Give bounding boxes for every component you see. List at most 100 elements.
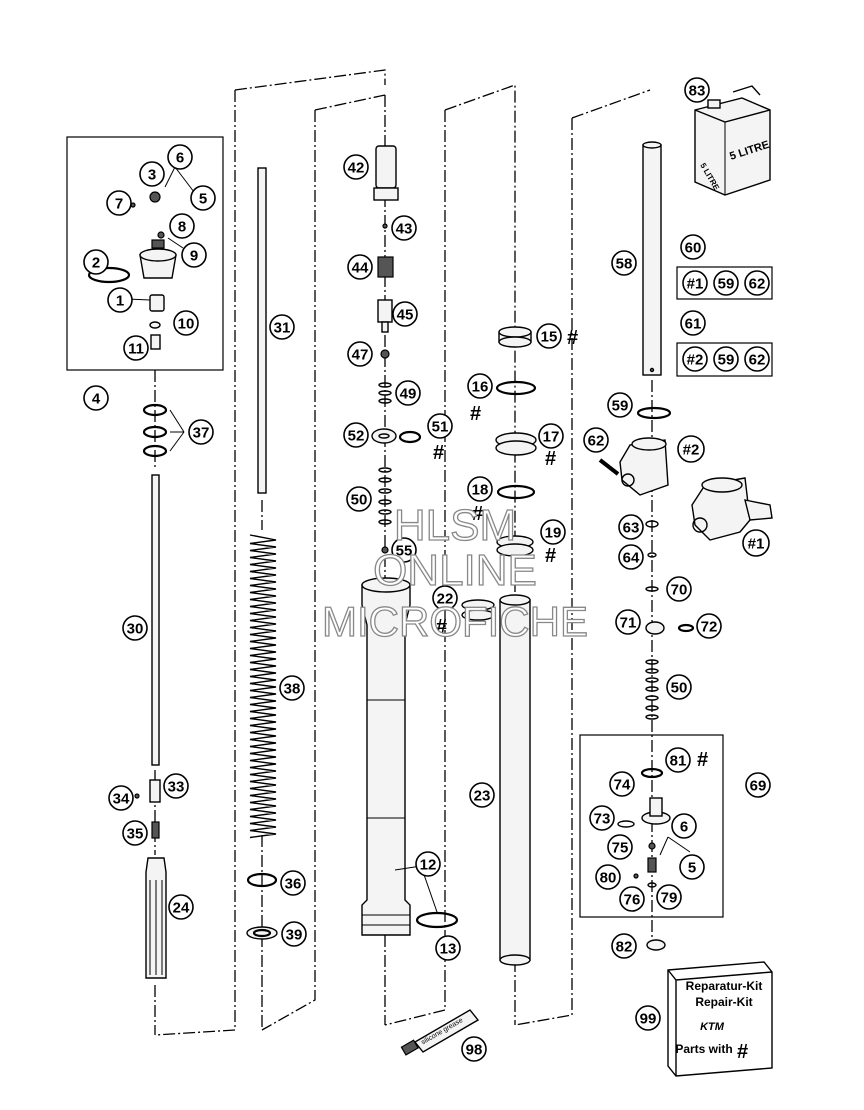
callout-62: 62 xyxy=(583,427,609,453)
callout-label: 9 xyxy=(190,248,198,265)
callout-59: 59 xyxy=(607,392,633,418)
callout-76: 76 xyxy=(619,886,645,912)
callout-label: 58 xyxy=(616,256,633,273)
hash-mark-layer: ######## xyxy=(433,327,708,771)
callout-label: 52 xyxy=(348,428,365,445)
assembly-ref-1: #1 xyxy=(742,529,770,557)
callout-label: 36 xyxy=(285,876,302,893)
callout-8: 8 xyxy=(169,213,195,239)
callout-5: 5 xyxy=(679,854,705,880)
callout-label: 34 xyxy=(113,791,130,808)
callout-label: 50 xyxy=(351,492,368,509)
callout-61: 61 xyxy=(680,310,706,336)
callout-label: 31 xyxy=(274,320,291,337)
watermark-line2: ONLINE xyxy=(373,546,537,595)
callout-44: 44 xyxy=(347,254,373,280)
callout-label: 11 xyxy=(128,341,144,358)
callout-35: 35 xyxy=(122,820,148,846)
callout-label: 43 xyxy=(396,221,413,238)
callout-74: 74 xyxy=(609,771,635,797)
kit-box-61-item-label: 59 xyxy=(718,352,735,369)
callout-label: 50 xyxy=(671,680,688,697)
callout-label: 17 xyxy=(543,429,560,446)
callout-label: 72 xyxy=(701,619,718,636)
callout-label: 19 xyxy=(545,525,562,542)
callout-50: 50 xyxy=(346,486,372,512)
callout-label: 37 xyxy=(193,425,210,442)
callout-31: 31 xyxy=(269,314,295,340)
callout-12: 12 xyxy=(415,851,441,877)
kit-box-61-item: #2 xyxy=(682,346,708,372)
callout-5: 5 xyxy=(190,185,216,211)
group-box-69 xyxy=(579,734,724,918)
callout-label: 51 xyxy=(432,419,449,436)
repair-kit-hash-mark: # xyxy=(470,403,481,425)
callout-69: 69 xyxy=(745,772,771,798)
repair-kit-hash-mark: # xyxy=(472,503,483,525)
callout-99: 99 xyxy=(635,1005,661,1031)
kit-box-60-item: 62 xyxy=(744,270,770,296)
callout-6: 6 xyxy=(167,144,193,170)
callout-label: 10 xyxy=(178,316,195,333)
callout-label: 30 xyxy=(127,621,144,638)
callout-label: 15 xyxy=(541,329,558,346)
kit-box-61-item-label: 62 xyxy=(749,352,766,369)
callout-label: 5 xyxy=(688,860,696,877)
callout-label: 49 xyxy=(400,386,417,403)
assembly-ref-label: #1 xyxy=(748,536,765,553)
callout-label: 6 xyxy=(680,819,688,836)
callout-label: 99 xyxy=(640,1011,657,1028)
repair-kit-hash-mark: # xyxy=(697,749,708,771)
repair-kit-hash-mark: # xyxy=(433,442,444,464)
kit-box-61 xyxy=(676,342,773,377)
callout-79: 79 xyxy=(656,884,682,910)
callout-6: 6 xyxy=(671,813,697,839)
callout-label: 16 xyxy=(472,379,489,396)
callout-label: 61 xyxy=(685,316,702,333)
kit-box-60-item-label: 59 xyxy=(718,276,735,293)
assembly-guide-lines xyxy=(154,69,653,1036)
callout-49: 49 xyxy=(395,380,421,406)
parts-drawings: 5 LITRE 5 LITRE xyxy=(87,85,773,1077)
callout-label: 13 xyxy=(440,941,457,958)
kit-box-61-item: 62 xyxy=(744,346,770,372)
callout-label: 5 xyxy=(199,191,207,208)
kit-box-60-item-label: #1 xyxy=(687,276,704,293)
callout-42: 42 xyxy=(343,154,369,180)
callout-label: 44 xyxy=(352,260,369,277)
callout-81: 81 xyxy=(665,747,691,773)
callout-label: 70 xyxy=(671,582,688,599)
callout-52: 52 xyxy=(343,422,369,448)
callout-58: 58 xyxy=(611,250,637,276)
group-box-4 xyxy=(66,136,224,371)
callout-72: 72 xyxy=(696,613,722,639)
callout-label: 1 xyxy=(116,293,124,310)
callout-label: 42 xyxy=(348,160,365,177)
callout-17: 17 xyxy=(538,423,564,449)
callout-label: 6 xyxy=(176,150,184,167)
callout-19: 19 xyxy=(540,519,566,545)
callout-layer: 1234567891011121315161718192223243031333… xyxy=(83,77,771,1062)
callout-label: 3 xyxy=(148,167,156,184)
callout-4: 4 xyxy=(83,385,109,411)
callout-label: 74 xyxy=(614,777,631,794)
callout-60: 60 xyxy=(680,234,706,260)
callout-7: 7 xyxy=(106,190,132,216)
callout-23: 23 xyxy=(469,782,495,808)
watermark-line3: MICROFICHE xyxy=(322,598,588,645)
callout-label: 60 xyxy=(685,240,702,257)
callout-label: 59 xyxy=(612,398,629,415)
callout-70: 70 xyxy=(666,576,692,602)
callout-label: 18 xyxy=(472,482,489,499)
assembly-ref-2: #2 xyxy=(677,435,705,463)
callout-64: 64 xyxy=(618,544,644,570)
callout-37: 37 xyxy=(188,419,214,445)
callout-11: 11 xyxy=(123,335,149,361)
callout-15: 15 xyxy=(536,323,562,349)
callout-label: 39 xyxy=(286,927,303,944)
callout-label: 80 xyxy=(600,870,617,887)
callout-2: 2 xyxy=(83,249,109,275)
callout-label: 38 xyxy=(284,681,301,698)
callout-24: 24 xyxy=(168,894,194,920)
callout-label: 79 xyxy=(661,890,678,907)
